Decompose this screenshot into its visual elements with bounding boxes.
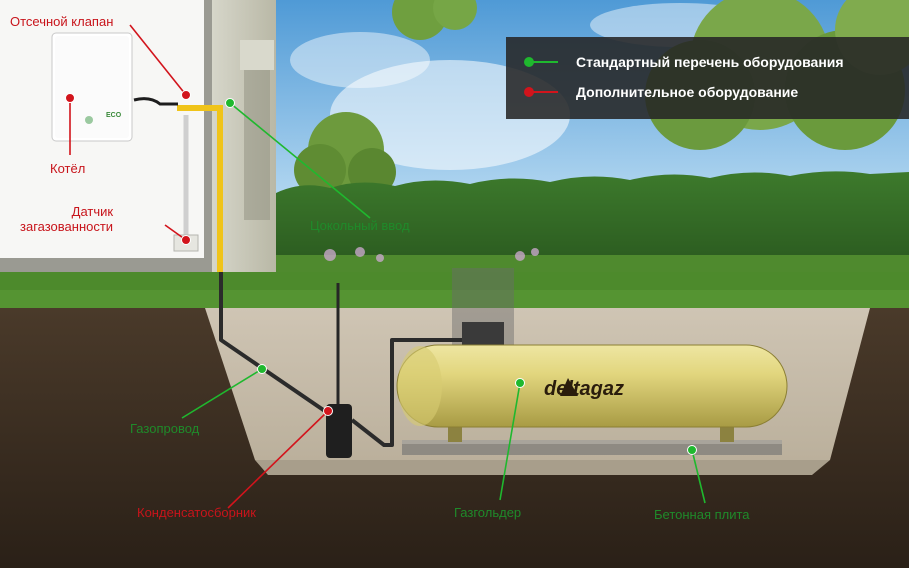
legend-item-standard: Стандартный перечень оборудования <box>524 54 844 70</box>
label-gas-sensor: Датчик загазованности <box>20 204 114 234</box>
legend-swatch-standard <box>524 57 562 67</box>
label-concrete-slab: Бетонная плита <box>654 507 750 522</box>
legend-label-extra: Дополнительное оборудование <box>576 84 799 100</box>
boiler-hose <box>133 97 178 106</box>
gas-pipeline <box>219 262 462 447</box>
pit-floor <box>255 460 830 475</box>
legend-dot-standard <box>524 57 534 67</box>
legend: Стандартный перечень оборудования Дополн… <box>506 37 909 119</box>
label-basement-input: Цокольный ввод <box>310 218 410 233</box>
legend-line-extra <box>528 91 558 93</box>
cloud <box>290 32 430 88</box>
yellow-pipe <box>177 105 223 272</box>
label-boiler: Котёл <box>50 161 86 176</box>
lawn-light <box>0 290 909 310</box>
flowers <box>324 247 539 262</box>
condensate-collector <box>326 404 352 458</box>
legend-line-standard <box>528 61 558 63</box>
tank-logo: deltagaz <box>544 378 625 400</box>
label-shutoff-valve: Отсечной клапан <box>10 14 114 29</box>
boiler-display <box>85 116 93 124</box>
house-window <box>244 70 270 220</box>
pointer-lines <box>129 24 706 509</box>
label-gas-holder: Газгольдер <box>454 505 522 520</box>
boiler-badge: ECO <box>106 112 122 119</box>
legend-label-standard: Стандартный перечень оборудования <box>576 54 844 70</box>
room-floor <box>0 258 212 274</box>
gas-holder-tank <box>396 344 788 428</box>
room-wall-cut <box>204 0 212 275</box>
legend-dot-extra <box>524 87 534 97</box>
legend-item-extra: Дополнительное оборудование <box>524 84 798 100</box>
label-gas-pipeline: Газопровод <box>130 421 200 436</box>
house-window-frame <box>240 40 274 70</box>
legend-swatch-extra <box>524 87 562 97</box>
logo-flame <box>560 378 578 396</box>
label-condensate-collector: Конденсатосборник <box>137 505 256 520</box>
pointer-dots <box>65 90 697 455</box>
